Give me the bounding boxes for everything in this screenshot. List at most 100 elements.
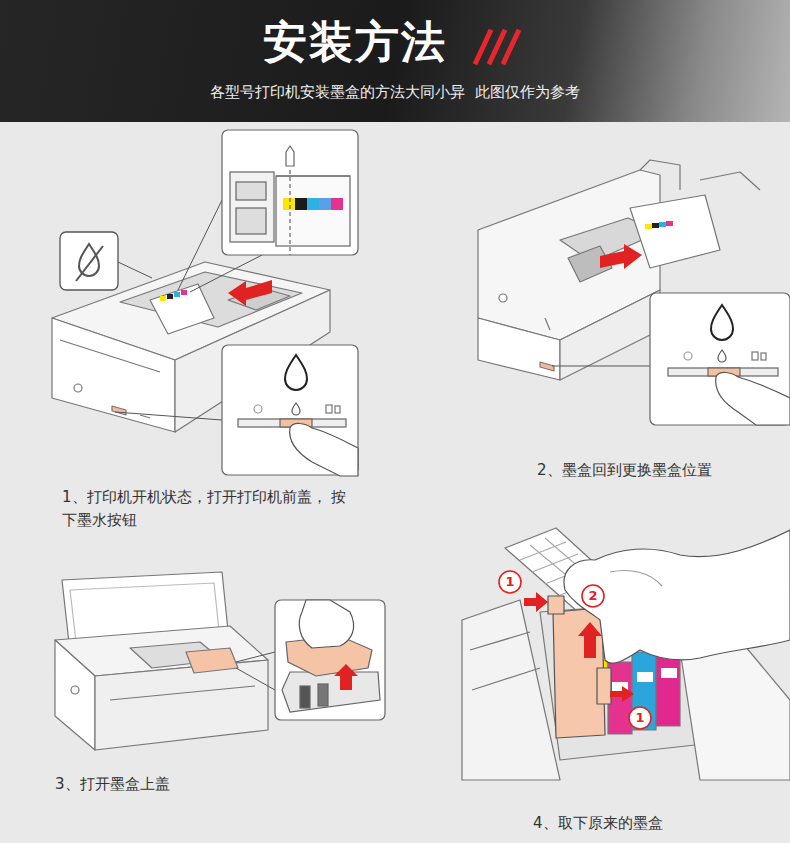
inset-carriage [222, 130, 358, 255]
inset-carriage-part [283, 198, 295, 210]
inset-open-cover-part [286, 636, 372, 676]
inset-carriage-part [236, 208, 266, 234]
inset-carriage-part [289, 170, 290, 255]
inset-ink-button-part [716, 372, 790, 425]
leader-lines [236, 652, 275, 690]
printer-step2 [478, 160, 760, 380]
printer-step2-part [630, 195, 720, 268]
leader-lines-part [178, 200, 222, 290]
inset-carriage-part [331, 198, 343, 210]
printer-step2-part [659, 222, 666, 227]
printer-step3-part [95, 660, 268, 750]
inset-no-ink-part [76, 246, 103, 281]
printer-step2-part [560, 290, 660, 380]
inset-open-cover-part [299, 600, 353, 648]
inset-ink-button-part [668, 368, 778, 376]
printer-step3-part [130, 642, 222, 668]
step-caption: 4、取下原来的墨盒 [533, 812, 773, 835]
printer-step1-part [175, 290, 330, 432]
printer-closeup-part [608, 662, 632, 734]
inset-carriage-part [286, 146, 294, 166]
leader-lines [552, 366, 650, 367]
printer-closeup-part [520, 542, 602, 596]
inset-ink-button-part [335, 406, 340, 413]
inset-ink-button-part [650, 293, 790, 425]
inset-ink-button [222, 345, 358, 476]
printer-step1-part [174, 292, 180, 297]
leader-lines-part [236, 652, 275, 662]
subtitle: 各型号打印机安装墨盒的方法大同小异 此图仅作为参考 [0, 82, 790, 102]
inset-ink-button-part [711, 305, 733, 340]
inset-ink-button-part [238, 419, 346, 427]
printer-step1-part [120, 272, 302, 327]
printer-step1-part [160, 296, 166, 301]
printer-step3-part [55, 640, 95, 750]
inset-open-cover-part [282, 672, 380, 712]
inset-open-cover-part [275, 600, 385, 720]
printer-step2-part [478, 318, 560, 380]
red-arrow [600, 244, 642, 269]
inset-ink-button-part [290, 423, 358, 476]
leader-lines-part [190, 255, 262, 292]
inset-open-cover-part [300, 686, 310, 708]
printer-step1-part [74, 384, 82, 392]
printer-step1-part [228, 288, 290, 310]
printer-closeup-part [530, 538, 610, 600]
inset-no-ink-part [60, 232, 118, 290]
printer-step3-part [110, 686, 255, 700]
callout-circles [499, 571, 651, 729]
red-arrow-part [524, 592, 548, 612]
inset-ink-button [650, 293, 790, 425]
printer-step2-part [652, 223, 659, 228]
printer-closeup-part [680, 640, 790, 780]
inset-ink-button-part [292, 403, 300, 415]
printer-step2-part [568, 246, 612, 282]
inset-ink-button-part [752, 352, 758, 360]
inset-open-cover [275, 600, 385, 720]
printer-closeup-part [576, 610, 608, 670]
inset-ink-button-part [280, 419, 312, 427]
leader-lines-part [118, 262, 152, 278]
red-arrow-part [334, 664, 358, 690]
inset-ink-button-part [222, 345, 358, 475]
callout-circles-part [499, 571, 521, 593]
inset-open-cover-part [318, 684, 328, 706]
printer-step1-part [52, 318, 175, 432]
inset-no-ink-part [79, 244, 99, 276]
header-band: 安装方法各型号打印机安装墨盒的方法大同小异 此图仅作为参考 [0, 0, 790, 122]
printer-step3-part [70, 583, 220, 642]
inset-ink-button-part [761, 353, 766, 360]
inset-carriage-part [236, 182, 266, 200]
inset-ink-button-part [254, 405, 262, 413]
printer-step3-part [186, 648, 238, 673]
printer-step2-part [645, 224, 652, 229]
printer-closeup [462, 528, 790, 780]
printer-step1-part [181, 290, 187, 295]
printer-step2-part [499, 294, 507, 302]
callout-number: 1 [499, 571, 521, 593]
leader-lines-part [115, 412, 222, 420]
inset-ink-button-part [718, 350, 726, 362]
red-arrow-part [600, 244, 642, 269]
red-arrow [334, 664, 358, 690]
printer-step2-part [560, 218, 660, 262]
printer-closeup-part [656, 648, 680, 726]
printer-closeup-part [637, 672, 653, 682]
printer-closeup-part [472, 668, 540, 690]
leader-lines-part [552, 366, 650, 367]
step-caption: 1、打印机开机状态，打开打印机前盖， 按下墨水按钮 [62, 486, 354, 532]
callout-number: 2 [582, 585, 604, 607]
red-arrow [524, 592, 634, 702]
printer-closeup-part [661, 668, 677, 678]
printer-closeup-part [597, 668, 611, 704]
step-caption: 3、打开墨盒上盖 [55, 773, 295, 796]
leader-lines [115, 200, 262, 420]
inset-carriage-part [295, 198, 307, 210]
inset-ink-button-part [326, 405, 332, 413]
printer-closeup-part [548, 596, 564, 614]
inset-ink-button-part [285, 355, 307, 390]
printer-step3-part [55, 626, 268, 676]
printer-closeup-part [462, 600, 560, 780]
printer-step1-part [167, 294, 173, 299]
